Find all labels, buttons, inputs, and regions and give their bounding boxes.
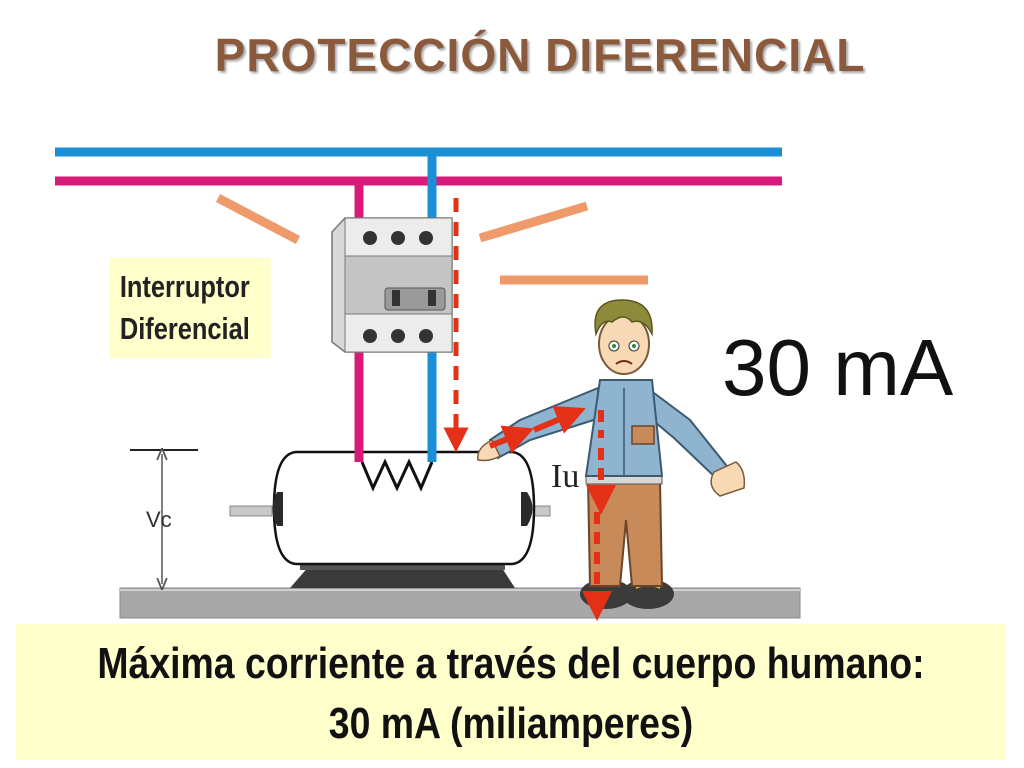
contact-voltage-label: Vc: [146, 507, 172, 532]
differential-breaker: [331, 217, 453, 353]
trip-indicator-lines: [215, 194, 648, 285]
device-label-line2: Diferencial: [119, 311, 250, 346]
current-threshold-value: 30 mA: [722, 323, 954, 412]
floor: [119, 587, 801, 619]
footer-line2: 30 mA (miliamperes): [328, 699, 694, 748]
body-current-arrows: [488, 405, 616, 621]
differential-breaker-label: Interruptor Diferencial: [110, 258, 271, 358]
footer-line1: Máxima corriente a través del cuerpo hum…: [97, 639, 925, 688]
device-label-line1: Interruptor: [119, 269, 250, 304]
footer-caption: Máxima corriente a través del cuerpo hum…: [16, 624, 1006, 760]
body-current-label: Iu: [551, 458, 580, 495]
resistor-symbol: [360, 458, 434, 492]
contact-voltage-dimension: [130, 450, 198, 584]
motor-appliance: [229, 450, 551, 588]
page-title: PROTECCIÓN DIFERENCIAL: [214, 29, 866, 81]
